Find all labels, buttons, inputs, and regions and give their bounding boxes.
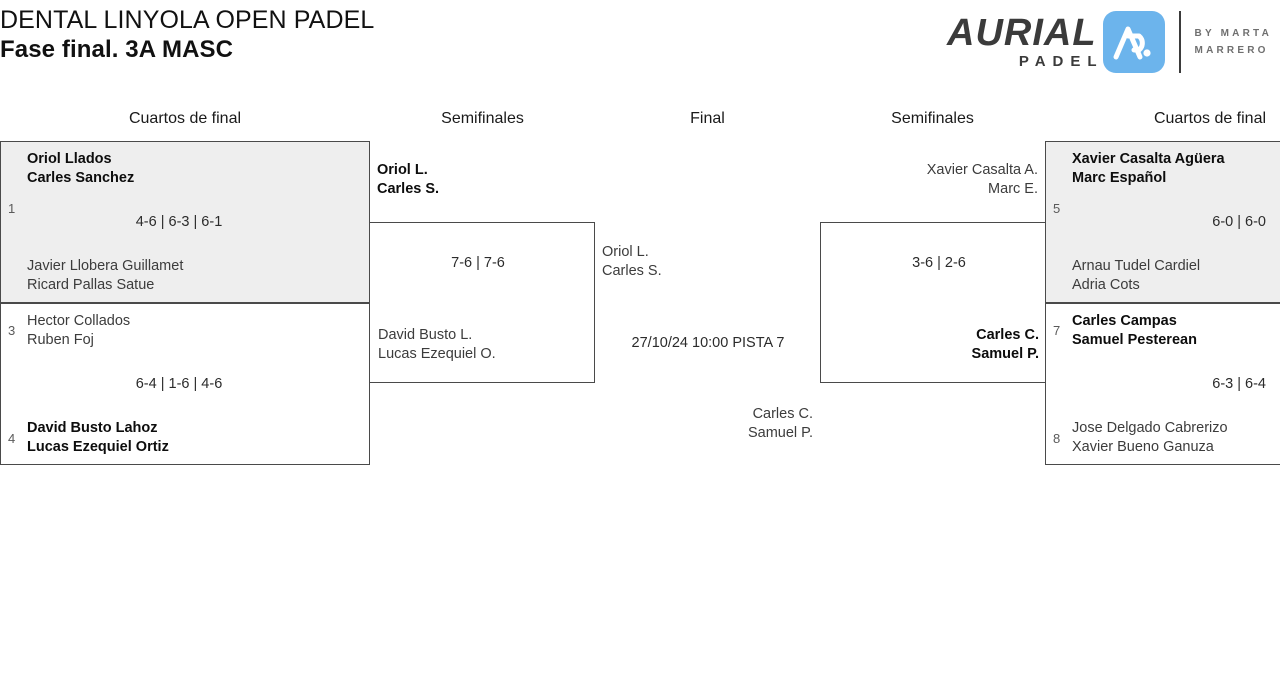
player-name: Marc E. bbox=[988, 181, 1038, 197]
player-name: Xavier Casalta A. bbox=[926, 162, 1038, 178]
logo-byline-1: BY MARTA bbox=[1194, 28, 1272, 39]
match-box-sf-right[interactable]: 3-6 | 2-6 Carles C. Samuel P. bbox=[820, 222, 1046, 383]
sf-left-team-bottom: David Busto L. Lucas Ezequiel O. bbox=[378, 326, 496, 364]
player-name: Hector Collados bbox=[27, 313, 131, 329]
player-name: Xavier Bueno Ganuza bbox=[1072, 439, 1214, 455]
logo-sub-text: PADEL bbox=[1018, 53, 1104, 70]
player-name: Carles C. bbox=[976, 327, 1039, 343]
player-name: Ruben Foj bbox=[27, 332, 94, 348]
seed-number: 7 bbox=[1053, 323, 1061, 338]
logo-divider bbox=[1178, 11, 1181, 73]
player-name: Carles S. bbox=[377, 181, 440, 197]
player-name: Xavier Casalta Agüera bbox=[1072, 151, 1225, 167]
sponsor-logo: AURIAL PADEL BY MARTA MARRERO bbox=[947, 6, 1272, 78]
match-box-qf-left-1[interactable]: 1 Oriol Llados Carles Sanchez 4-6 | 6-3 … bbox=[0, 141, 370, 323]
player-name: Oriol Llados bbox=[27, 151, 112, 167]
match-box-qf-left-2[interactable]: 3 Hector Collados Ruben Foj 6-4 | 1-6 | … bbox=[0, 303, 370, 465]
match-box-qf-right-2[interactable]: 7 Carles Campas Samuel Pesterean 6-3 | 6… bbox=[1045, 303, 1280, 465]
team-top: Hector Collados Ruben Foj bbox=[27, 312, 130, 350]
player-name: Samuel P. bbox=[747, 425, 813, 441]
team-bottom: Jose Delgado Cabrerizo Xavier Bueno Ganu… bbox=[1072, 419, 1228, 457]
match-box-sf-left[interactable]: 7-6 | 7-6 David Busto L. Lucas Ezequiel … bbox=[369, 222, 595, 383]
player-name: Samuel P. bbox=[971, 346, 1039, 362]
team-bottom: Javier Llobera Guillamet Ricard Pallas S… bbox=[27, 257, 183, 295]
match-score: 6-0 | 6-0 bbox=[1212, 214, 1266, 230]
logo-byline-2: MARRERO bbox=[1194, 45, 1269, 56]
round-label-semifinals-left: Semifinales bbox=[441, 110, 524, 127]
player-name: Oriol L. bbox=[377, 162, 428, 178]
seed-number: 1 bbox=[8, 201, 16, 216]
match-score: 7-6 | 7-6 bbox=[451, 255, 505, 271]
tournament-title: DENTAL LINYOLA OPEN PADEL Fase final. 3A… bbox=[0, 5, 700, 65]
player-name: Lucas Ezequiel O. bbox=[378, 346, 496, 362]
tournament-name: DENTAL LINYOLA OPEN PADEL bbox=[0, 6, 375, 34]
player-name: Lucas Ezequiel Ortiz bbox=[27, 439, 169, 455]
logo-brand-text: AURIAL bbox=[947, 12, 1097, 54]
player-name: Marc Español bbox=[1072, 170, 1167, 186]
match-score: 6-3 | 6-4 bbox=[1212, 376, 1266, 392]
seed-number: 4 bbox=[8, 431, 16, 446]
player-name: Carles C. bbox=[752, 406, 813, 422]
player-name: Javier Llobera Guillamet bbox=[27, 258, 184, 274]
team-top: Xavier Casalta Agüera Marc Español bbox=[1072, 150, 1225, 188]
team-bottom: Arnau Tudel Cardiel Adria Cots bbox=[1072, 257, 1200, 295]
match-box-qf-right-1[interactable]: 5 Xavier Casalta Agüera Marc Español 6-0… bbox=[1045, 141, 1280, 323]
seed-number: 8 bbox=[1053, 431, 1061, 446]
player-name: Carles Sanchez bbox=[27, 170, 135, 186]
team-bottom: David Busto Lahoz Lucas Ezequiel Ortiz bbox=[27, 419, 169, 457]
match-score: 3-6 | 2-6 bbox=[912, 255, 966, 271]
team-top: Oriol Llados Carles Sanchez bbox=[27, 150, 134, 188]
final-schedule: 27/10/24 10:00 PISTA 7 bbox=[631, 335, 785, 351]
player-name: David Busto L. bbox=[378, 327, 473, 343]
seed-number: 5 bbox=[1053, 201, 1061, 216]
round-label-final: Final bbox=[690, 110, 725, 127]
seed-number: 3 bbox=[8, 323, 16, 338]
logo-byline: BY MARTA MARRERO bbox=[1195, 25, 1272, 59]
player-name: Carles S. bbox=[602, 263, 662, 279]
player-name: Oriol L. bbox=[602, 244, 649, 260]
sf-left-team-top: Oriol L. Carles S. bbox=[377, 161, 439, 199]
final-team-right: Carles C. Samuel P. bbox=[615, 405, 813, 443]
final-team-left: Oriol L. Carles S. bbox=[602, 243, 662, 281]
player-name: Arnau Tudel Cardiel bbox=[1072, 258, 1201, 274]
player-name: Samuel Pesterean bbox=[1072, 332, 1197, 348]
player-name: Carles Campas bbox=[1072, 313, 1177, 329]
player-name: Adria Cots bbox=[1072, 277, 1140, 293]
player-name: Jose Delgado Cabrerizo bbox=[1072, 420, 1228, 436]
team-top: Carles Campas Samuel Pesterean bbox=[1072, 312, 1197, 350]
match-score: 4-6 | 6-3 | 6-1 bbox=[135, 214, 223, 230]
aurial-monogram-icon bbox=[1102, 11, 1165, 73]
page-header: DENTAL LINYOLA OPEN PADEL Fase final. 3A… bbox=[0, 0, 1280, 88]
tournament-phase: Fase final. 3A MASC bbox=[0, 36, 234, 63]
sf-right-team-bottom: Carles C. Samuel P. bbox=[831, 326, 1039, 364]
round-label-quarterfinals-left: Cuartos de final bbox=[128, 110, 242, 127]
sf-right-team-top: Xavier Casalta A. Marc E. bbox=[840, 161, 1038, 199]
player-name: Ricard Pallas Satue bbox=[27, 277, 155, 293]
logo-wordmark: AURIAL PADEL bbox=[947, 13, 1097, 71]
round-label-quarterfinals-right: Cuartos de final bbox=[1153, 110, 1267, 127]
match-score: 6-4 | 1-6 | 4-6 bbox=[135, 376, 223, 392]
player-name: David Busto Lahoz bbox=[27, 420, 158, 436]
round-label-semifinals-right: Semifinales bbox=[891, 110, 974, 127]
